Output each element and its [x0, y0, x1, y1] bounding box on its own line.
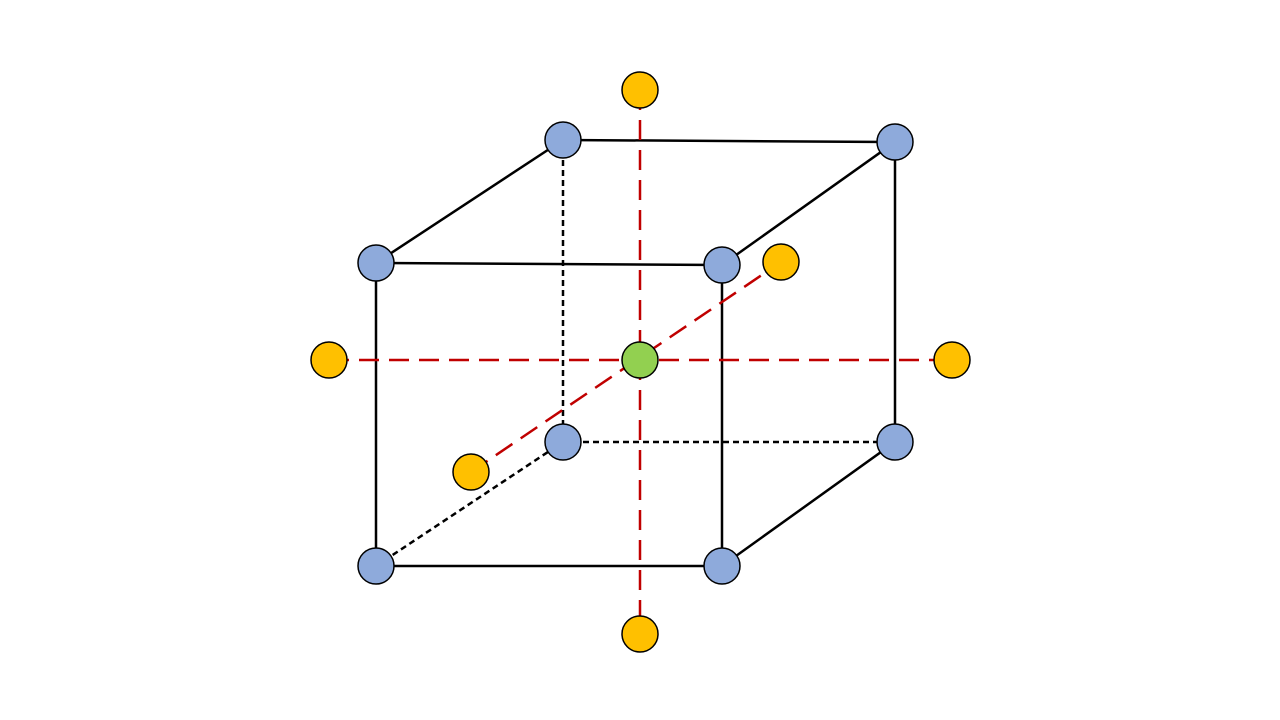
axis-node-right — [933, 341, 971, 379]
axis-node-left — [310, 341, 348, 379]
hidden-edges — [375, 140, 895, 568]
edge-front-top — [375, 261, 723, 267]
corner-node-back-bottom-left — [544, 423, 582, 461]
edge-back-top — [562, 138, 896, 144]
hidden-edge-bottom-left-depth — [375, 440, 564, 568]
corner-node-back-top-right — [876, 123, 914, 161]
axis-node-front — [452, 453, 490, 491]
edge-top-left-depth — [375, 138, 564, 265]
corner-node-front-bottom-right — [703, 547, 741, 585]
corner-node-front-top-left — [357, 244, 395, 282]
edge-top-right-depth — [721, 140, 896, 267]
corner-nodes — [357, 121, 914, 585]
axis-node-bottom — [621, 615, 659, 653]
corner-node-back-top-left — [544, 121, 582, 159]
corner-node-back-bottom-right — [876, 423, 914, 461]
axis-end-nodes — [310, 71, 971, 653]
center-node — [621, 341, 659, 379]
edge-bottom-right-depth — [721, 440, 896, 568]
corner-node-front-bottom-left — [357, 547, 395, 585]
axis-node-top — [621, 71, 659, 109]
axis-node-back — [762, 243, 800, 281]
corner-node-front-top-right — [703, 246, 741, 284]
cube-edges — [374, 138, 897, 568]
